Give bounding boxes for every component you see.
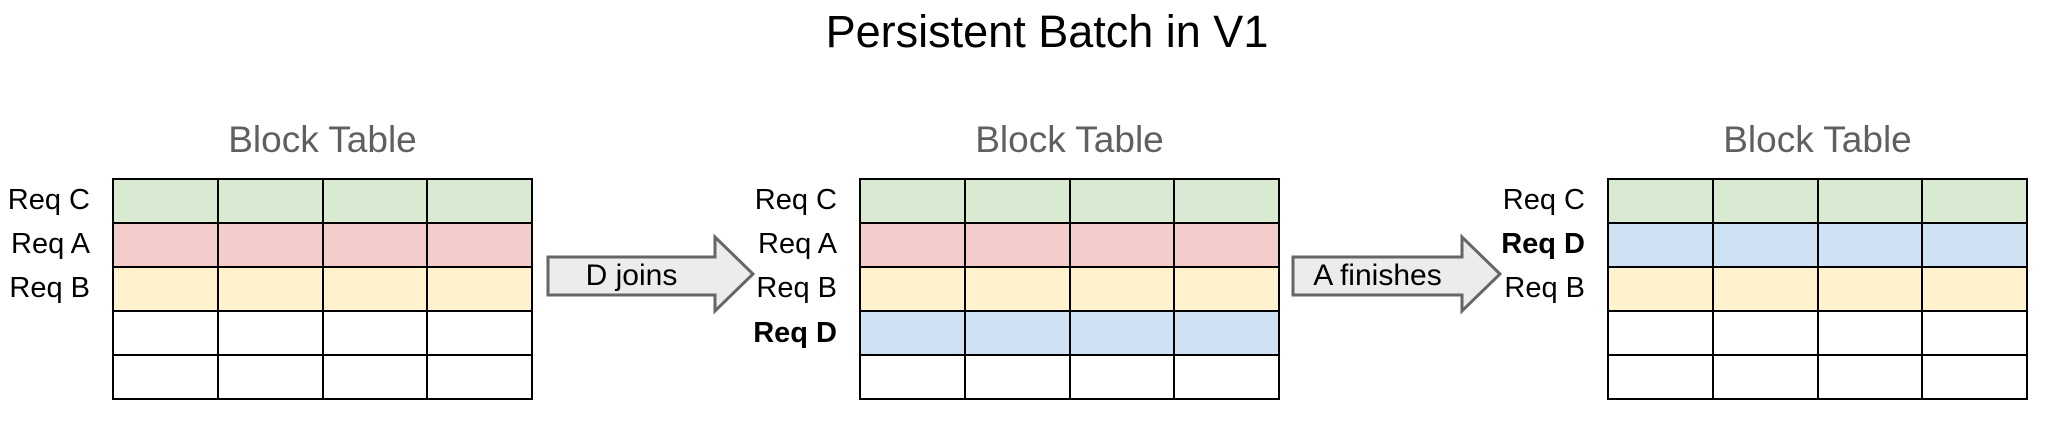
row-label-empty bbox=[1415, 311, 1585, 355]
block-cell bbox=[323, 356, 427, 398]
page-title: Persistent Batch in V1 bbox=[825, 6, 1269, 57]
block-cell bbox=[861, 356, 964, 398]
block-cell bbox=[218, 356, 322, 398]
row-label-empty bbox=[0, 356, 90, 400]
block-cell bbox=[323, 268, 427, 310]
block-cell bbox=[1923, 312, 2026, 354]
block-cell bbox=[428, 180, 531, 222]
block-cell bbox=[861, 268, 964, 310]
block-cell bbox=[114, 312, 217, 354]
block-table-2-row-labels: Req C Req A Req B Req D bbox=[667, 178, 837, 400]
block-table-3-title: Block Table bbox=[1723, 119, 1912, 160]
d-joins-arrow-shape bbox=[546, 233, 756, 315]
block-cell bbox=[965, 356, 1069, 398]
block-cell bbox=[218, 180, 322, 222]
block-cell bbox=[965, 224, 1069, 266]
row-label-req-c: Req C bbox=[7, 183, 90, 216]
block-cell bbox=[861, 224, 964, 266]
block-cell bbox=[1609, 356, 1712, 398]
block-cell bbox=[861, 312, 964, 354]
block-table-2-title: Block Table bbox=[975, 119, 1164, 160]
block-cell bbox=[428, 268, 531, 310]
block-table-2-grid bbox=[859, 178, 1280, 400]
block-cell bbox=[1070, 312, 1174, 354]
block-cell bbox=[1713, 356, 1817, 398]
block-cell bbox=[1070, 180, 1174, 222]
block-cell bbox=[1609, 224, 1712, 266]
row-label-req-a: Req A bbox=[758, 228, 837, 261]
row-label-empty bbox=[667, 356, 837, 400]
row-label-req-b: Req B bbox=[9, 272, 90, 305]
block-cell bbox=[1070, 268, 1174, 310]
block-cell bbox=[965, 312, 1069, 354]
block-cell bbox=[1818, 180, 1922, 222]
block-cell bbox=[1070, 356, 1174, 398]
block-cell bbox=[1070, 224, 1174, 266]
row-label-req-b: Req B bbox=[756, 272, 837, 305]
block-cell bbox=[1609, 180, 1712, 222]
block-cell bbox=[1818, 268, 1922, 310]
block-cell bbox=[1818, 312, 1922, 354]
block-cell bbox=[218, 224, 322, 266]
block-cell bbox=[1175, 356, 1278, 398]
block-table-3-grid bbox=[1607, 178, 2028, 400]
block-cell bbox=[428, 224, 531, 266]
row-label-req-c: Req C bbox=[754, 183, 837, 216]
block-cell bbox=[1713, 224, 1817, 266]
block-cell bbox=[114, 180, 217, 222]
block-cell bbox=[965, 268, 1069, 310]
block-cell bbox=[1175, 268, 1278, 310]
row-label-req-a: Req A bbox=[11, 228, 90, 261]
row-label-req-b: Req B bbox=[1504, 272, 1585, 305]
row-label-req-d: Req D bbox=[753, 316, 837, 349]
d-joins-arrow-label: D joins bbox=[585, 259, 678, 292]
block-cell bbox=[218, 268, 322, 310]
block-cell bbox=[1713, 180, 1817, 222]
block-cell bbox=[965, 180, 1069, 222]
block-table-1-title: Block Table bbox=[228, 119, 417, 160]
block-cell bbox=[1923, 356, 2026, 398]
block-cell bbox=[323, 224, 427, 266]
block-cell bbox=[1923, 224, 2026, 266]
block-cell bbox=[114, 356, 217, 398]
block-table-1-grid bbox=[112, 178, 533, 400]
block-cell bbox=[1175, 312, 1278, 354]
block-cell bbox=[114, 268, 217, 310]
block-cell bbox=[1923, 180, 2026, 222]
block-cell bbox=[1175, 180, 1278, 222]
row-label-empty bbox=[1415, 356, 1585, 400]
block-table-3-row-labels: Req C Req D Req B bbox=[1415, 178, 1585, 400]
row-label-req-c: Req C bbox=[1502, 183, 1585, 216]
block-cell bbox=[323, 180, 427, 222]
block-cell bbox=[1713, 312, 1817, 354]
block-cell bbox=[1609, 268, 1712, 310]
block-cell bbox=[1609, 312, 1712, 354]
block-cell bbox=[428, 356, 531, 398]
row-label-empty bbox=[0, 311, 90, 355]
block-cell bbox=[323, 312, 427, 354]
block-cell bbox=[1175, 224, 1278, 266]
a-finishes-arrow-shape bbox=[1291, 233, 1503, 315]
block-cell bbox=[218, 312, 322, 354]
block-cell bbox=[1818, 356, 1922, 398]
block-table-1-row-labels: Req C Req A Req B bbox=[0, 178, 90, 400]
block-cell bbox=[1818, 224, 1922, 266]
block-cell bbox=[428, 312, 531, 354]
block-cell bbox=[114, 224, 217, 266]
block-cell bbox=[861, 180, 964, 222]
row-label-req-d: Req D bbox=[1501, 228, 1585, 261]
a-finishes-arrow-label: A finishes bbox=[1313, 259, 1442, 292]
block-cell bbox=[1923, 268, 2026, 310]
block-cell bbox=[1713, 268, 1817, 310]
